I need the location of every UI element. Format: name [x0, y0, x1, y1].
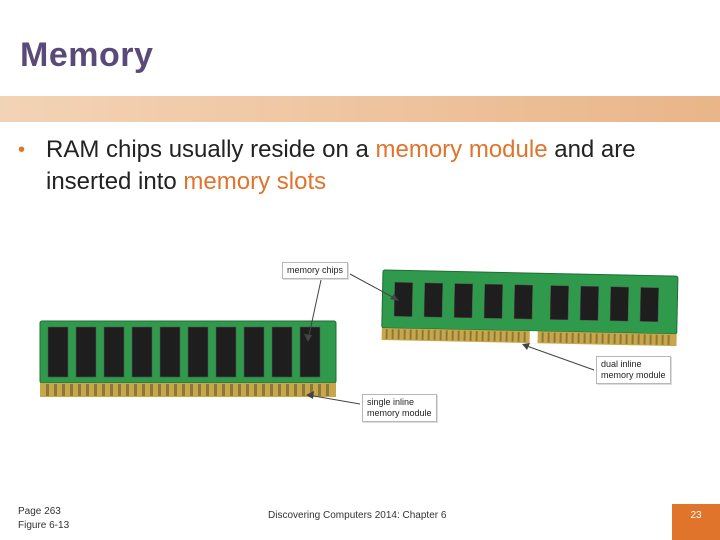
book-chapter-footer: Discovering Computers 2014: Chapter 6	[268, 510, 447, 521]
footer-references: Page 263 Figure 6-13	[18, 505, 69, 533]
bullet-text-part1: RAM chips usually reside on a	[46, 136, 376, 163]
highlight-memory-slots: memory slots	[183, 168, 327, 195]
slide-number: 23	[672, 504, 720, 540]
bullet-icon: •	[18, 139, 26, 161]
bullet-text: RAM chips usually reside on a memory mod…	[46, 134, 706, 198]
callout-arrowheads	[304, 294, 530, 399]
callout-dual-inline-line2: memory module	[601, 370, 666, 380]
page-reference: Page 263	[18, 506, 61, 517]
memory-module-illustration	[39, 269, 679, 405]
bullet-text-part2: and are inserted into	[46, 136, 636, 195]
callout-memory-chips-label: memory chips	[287, 265, 344, 275]
dual-inline-module-image	[381, 269, 679, 347]
callout-dual-inline: dual inline memory module	[596, 356, 671, 384]
callout-single-inline-line1: single inline	[367, 397, 415, 407]
highlight-memory-module: memory module	[375, 136, 548, 163]
memory-module-figure: memory chips dual inline memory module s…	[38, 258, 681, 431]
callout-leaders	[307, 273, 595, 405]
callout-single-inline: single inline memory module	[362, 394, 437, 422]
figure-reference: Figure 6-13	[18, 520, 70, 531]
title-band	[0, 96, 720, 122]
single-inline-module-image	[39, 320, 337, 397]
callout-dual-inline-line1: dual inline	[601, 359, 642, 369]
slide-title: Memory	[20, 36, 154, 74]
callout-memory-chips: memory chips	[282, 262, 349, 279]
callout-single-inline-line2: memory module	[367, 408, 432, 418]
